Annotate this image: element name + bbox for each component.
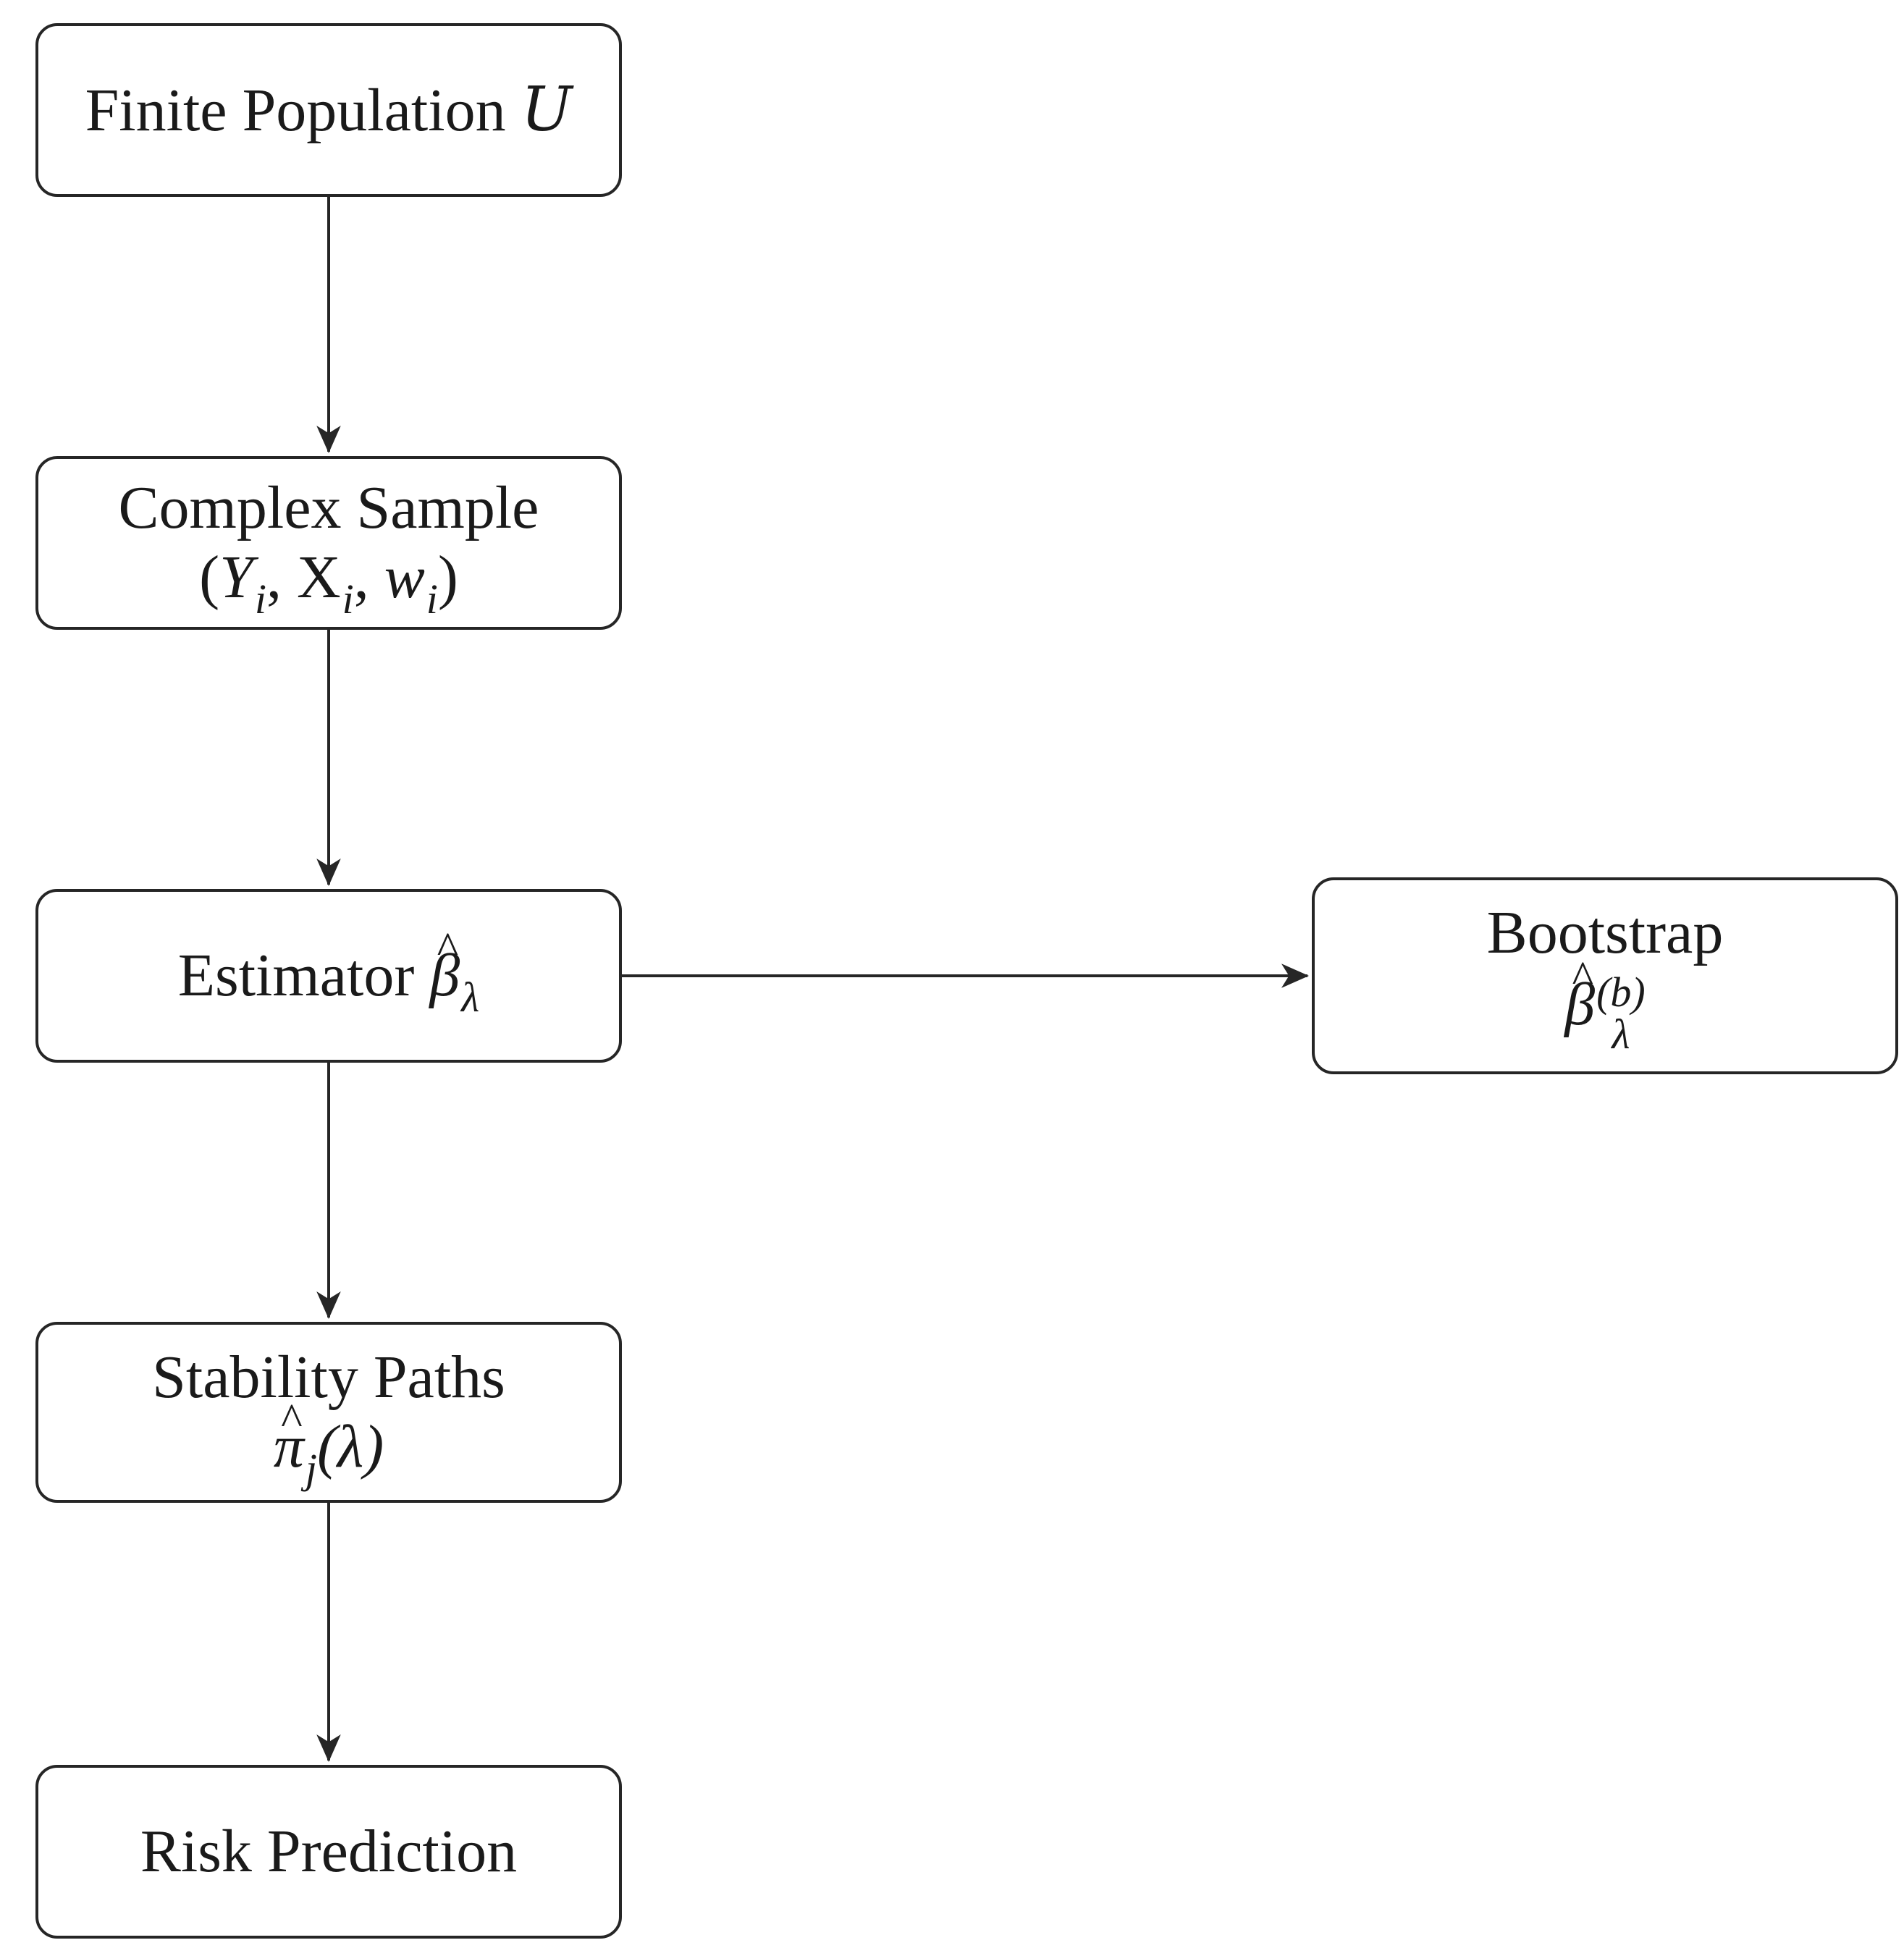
node-finite-population-text: Finite Population U: [85, 75, 573, 145]
bootstrap-subscript: λ: [1612, 1011, 1630, 1058]
sample-w-subscript: i: [426, 575, 438, 623]
bootstrap-estimate: β(b)λ: [1564, 969, 1646, 1055]
estimator-beta-hat: β: [429, 942, 460, 1010]
node-finite-population-label: Finite Population: [85, 76, 506, 144]
node-estimator: Estimator βλ: [35, 889, 622, 1063]
node-finite-population: Finite Population U: [35, 23, 622, 197]
sample-w: w: [384, 544, 425, 611]
stability-expression: πj(λ): [274, 1413, 384, 1492]
sample-open-paren: (: [199, 544, 220, 611]
node-bootstrap-label: Bootstrap: [1486, 898, 1724, 966]
bootstrap-superscript: (b): [1596, 969, 1646, 1016]
node-bootstrap: Bootstrap β(b)λ: [1312, 877, 1898, 1074]
stability-j-subscript: j: [305, 1445, 317, 1492]
bootstrap-beta-hat: β: [1564, 971, 1595, 1039]
sample-comma-1: ,: [266, 544, 282, 611]
sample-x-subscript: i: [342, 575, 354, 623]
node-risk-prediction-label: Risk Prediction: [140, 1817, 518, 1885]
node-complex-sample: Complex Sample (Yi, Xi, wi): [35, 456, 622, 630]
node-estimator-text: Estimator βλ: [177, 941, 480, 1021]
population-symbol: U: [521, 73, 573, 145]
node-stability-paths-label: Stability Paths: [152, 1343, 505, 1411]
sample-y-subscript: i: [254, 575, 266, 623]
stability-argument: (λ): [316, 1413, 384, 1480]
estimator-lambda-subscript: λ: [461, 973, 480, 1021]
sample-comma-2: ,: [353, 544, 369, 611]
stability-pi-hat: π: [274, 1413, 304, 1481]
sample-x: X: [296, 544, 341, 611]
node-risk-prediction: Risk Prediction: [35, 1765, 622, 1939]
sample-y: Y: [219, 544, 253, 611]
sample-close-paren: ): [437, 544, 458, 611]
node-estimator-label: Estimator: [177, 941, 415, 1009]
bootstrap-scripts: (b)λ: [1596, 971, 1646, 1055]
node-stability-paths: Stability Paths πj(λ): [35, 1322, 622, 1503]
node-complex-sample-label: Complex Sample: [118, 473, 539, 541]
sample-tuple: (Yi, Xi, wi): [199, 544, 458, 623]
